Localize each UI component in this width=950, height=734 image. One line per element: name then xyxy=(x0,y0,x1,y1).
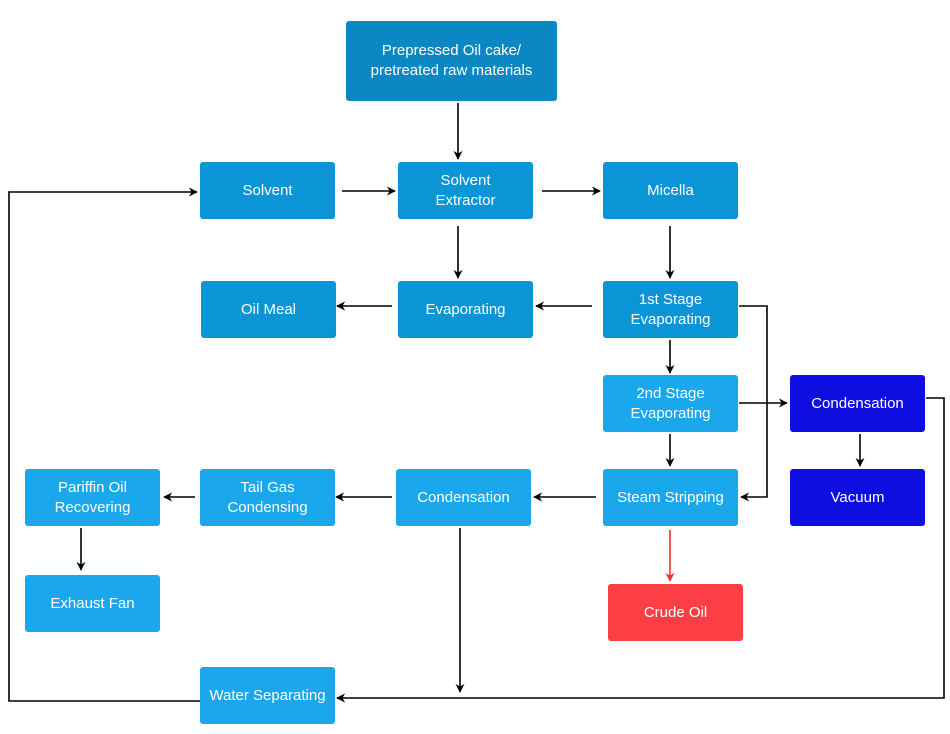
node-solvent: Solvent xyxy=(200,162,335,219)
node-steam-stripping: Steam Stripping xyxy=(603,469,738,526)
node-crude-oil: Crude Oil xyxy=(608,584,743,641)
node-1st-stage-evaporating: 1st Stage Evaporating xyxy=(603,281,738,338)
node-exhaust-fan: Exhaust Fan xyxy=(25,575,160,632)
node-prepressed-oil-cake: Prepressed Oil cake/ pretreated raw mate… xyxy=(346,21,557,101)
node-condensation-right: Condensation xyxy=(790,375,925,432)
node-2nd-stage-evaporating: 2nd Stage Evaporating xyxy=(603,375,738,432)
arrow-water-separating-to-solvent xyxy=(8,187,200,702)
node-micella: Micella xyxy=(603,162,738,219)
node-condensation-middle: Condensation xyxy=(396,469,531,526)
node-evaporating: Evaporating xyxy=(398,281,533,338)
node-water-separating: Water Separating xyxy=(200,667,335,724)
node-tail-gas-condensing: Tail Gas Condensing xyxy=(200,469,335,526)
node-solvent-extractor: Solvent Extractor xyxy=(398,162,533,219)
node-vacuum: Vacuum xyxy=(790,469,925,526)
node-paraffin-oil-recovering: Pariffin Oil Recovering xyxy=(25,469,160,526)
arrow-condensation-to-water-separating xyxy=(336,397,945,703)
node-oil-meal: Oil Meal xyxy=(201,281,336,338)
arrow-stage1-to-steam-stripping xyxy=(739,305,768,502)
